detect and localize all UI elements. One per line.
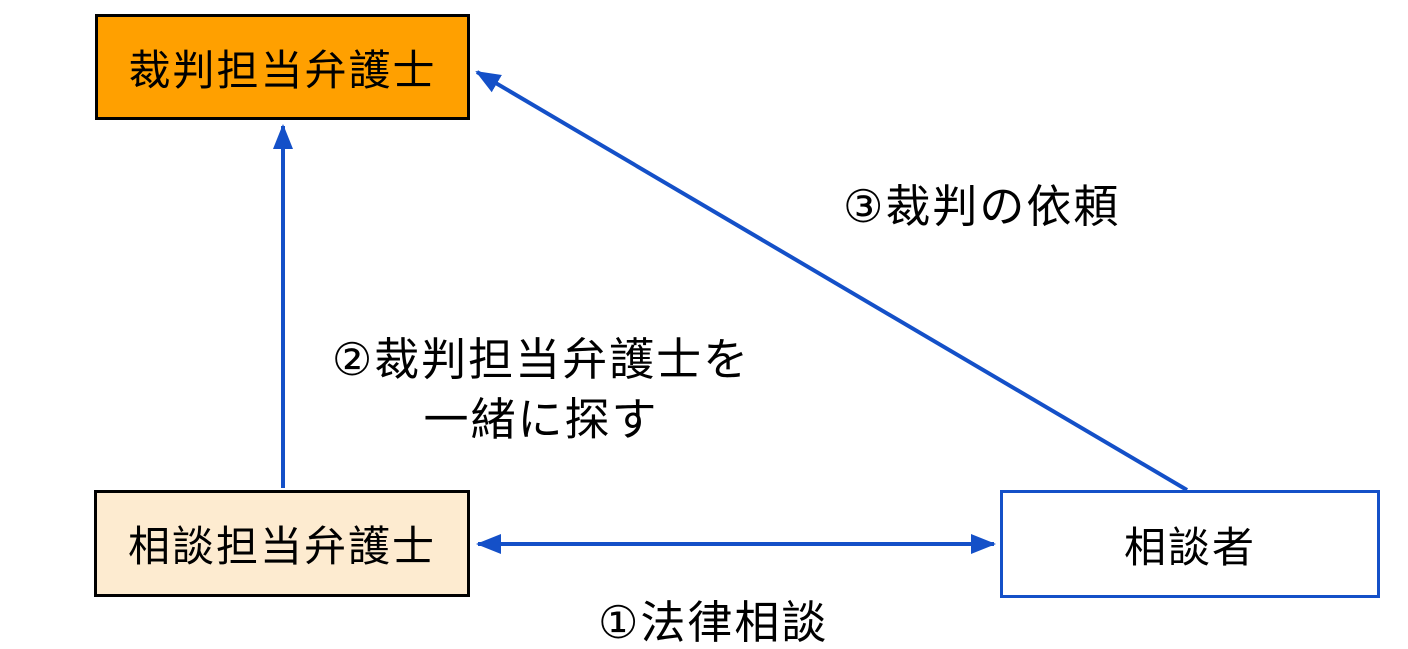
node-consultation-lawyer: 相談担当弁護士 (94, 490, 470, 597)
node-trial-lawyer: 裁判担当弁護士 (95, 14, 470, 120)
node-trial-lawyer-label: 裁判担当弁護士 (128, 46, 437, 94)
node-client-label: 相談者 (1123, 523, 1256, 571)
edge-label-step2-line1: ②裁判担当弁護士を (331, 334, 751, 385)
node-consultation-lawyer-label: 相談担当弁護士 (127, 523, 436, 570)
edge-label-step1-legal-consultation: ①法律相談 (598, 586, 828, 649)
edge-label-step3-trial-request: ③裁判の依頼 (843, 170, 1120, 235)
edge-label-step2-find-trial-lawyer: ②裁判担当弁護士を 一緒に探す (283, 330, 799, 450)
edge-label-step1-text: ①法律相談 (598, 597, 829, 648)
arrow-step3-trial-request (475, 70, 1189, 492)
node-client: 相談者 (1000, 490, 1380, 598)
edge-label-step2-line2: 一緒に探す (423, 394, 659, 445)
edge-label-step3-text: ③裁判の依頼 (843, 181, 1121, 232)
